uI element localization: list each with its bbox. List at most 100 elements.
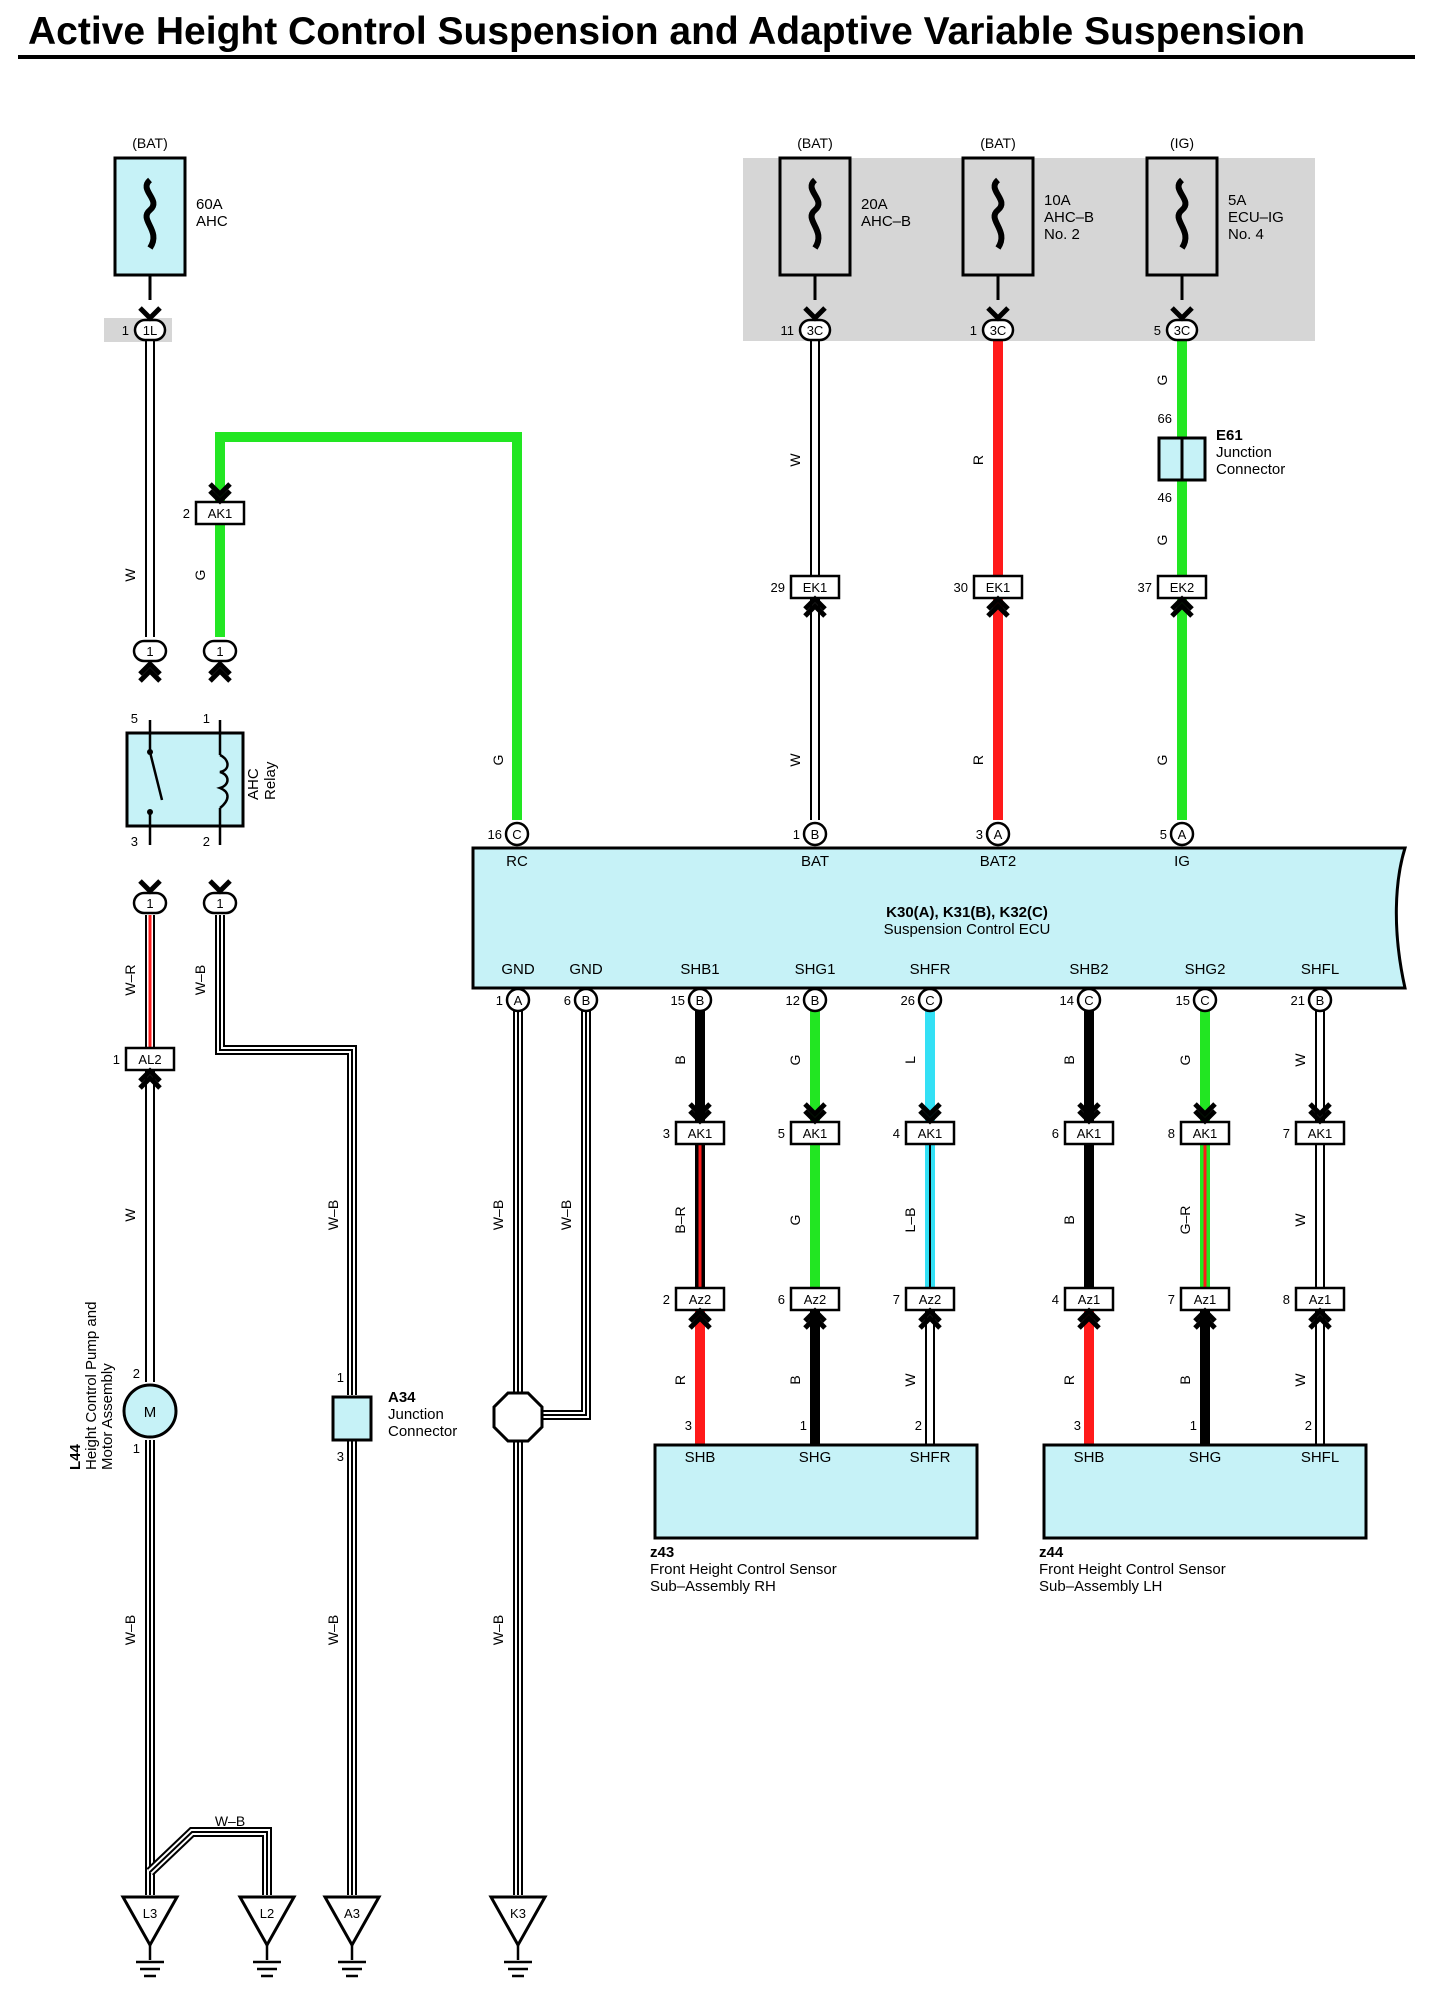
relay-label: AHC [245, 768, 262, 800]
pin-number: 2 [1305, 1418, 1312, 1433]
arrow-up-icon [918, 1307, 942, 1323]
arrow-up-icon [918, 1314, 942, 1330]
ground-a3: A3 [322, 1895, 382, 1978]
pin-circle [1169, 821, 1195, 847]
connector-name: AK1 [1077, 1126, 1102, 1141]
junction-a34: 1 3 A34 Junction Connector [331, 1370, 457, 1464]
junction-label-2: Connector [388, 1423, 457, 1440]
splice-point [492, 1391, 544, 1443]
fuse-box [113, 156, 187, 277]
wire-color-label: W–R [122, 964, 138, 995]
pin-number: 4 [1052, 1292, 1059, 1307]
arrow-down-icon [803, 1102, 827, 1118]
pin-circle [802, 821, 828, 847]
wire-relay-a34 [215, 915, 357, 1395]
arrow-up-icon [1170, 602, 1194, 618]
pin-circle [505, 987, 531, 1013]
pin-number: 11 [781, 323, 795, 338]
fuse-block-shading [743, 158, 1315, 341]
ahc-relay: 5 1 3 2 AHC Relay [125, 711, 279, 849]
pin-circle [573, 987, 599, 1013]
motor-label: Height Control Pump and [83, 1302, 100, 1470]
fuse-rating: 10A [1044, 192, 1071, 209]
sensor-box [653, 1443, 979, 1540]
wire-color-label: W [1292, 1053, 1308, 1067]
connector-name: AK1 [208, 506, 233, 521]
pin-label: SHG [1189, 1449, 1222, 1466]
junction-e61: 66 46 E61 Junction Connector [1157, 411, 1285, 505]
wire-color-label: W–B [215, 1813, 245, 1829]
arrow-down-icon [918, 1102, 942, 1118]
junction-box [331, 1395, 373, 1442]
pin-top: 66 [1158, 411, 1172, 426]
pin-letter: A [514, 993, 523, 1008]
wire-stroke [215, 432, 522, 820]
connector-name: 3C [807, 323, 824, 338]
junction-label: Junction [1216, 444, 1272, 461]
wire-color-label: R [970, 755, 986, 765]
connector-name: AK1 [918, 1126, 943, 1141]
wire-color-label: W–B [122, 1615, 138, 1645]
pin-letter: C [925, 993, 934, 1008]
wire-stroke [147, 1829, 270, 1895]
oval-label: 1 [146, 896, 153, 911]
connector-name: EK1 [986, 580, 1011, 595]
fuse-icon [808, 177, 822, 250]
connector-1l: 1 1L [122, 318, 167, 342]
pin-label: SHB2 [1069, 961, 1108, 978]
ground-label: K3 [510, 1906, 526, 1921]
wire-color-label: W [1292, 1213, 1308, 1227]
sensor-label: Front Height Control Sensor [650, 1561, 837, 1578]
fuse-source: (BAT) [980, 135, 1016, 151]
arrow-down-icon [138, 306, 162, 322]
ground-triangle [322, 1895, 382, 1949]
ground-icon [136, 1960, 164, 1978]
arrow-down-icon [803, 1109, 827, 1125]
pin-circle [802, 987, 828, 1013]
arrow-up-icon [1077, 1314, 1101, 1330]
motor-pin-bottom: 1 [133, 1441, 140, 1456]
pin-label: SHB [1074, 1449, 1105, 1466]
sensor-code: z43 [650, 1544, 674, 1561]
arrow-up-icon [1193, 1307, 1217, 1323]
pin-label: SHG2 [1185, 961, 1226, 978]
pin-circle [917, 987, 943, 1013]
fuse-name: ECU–IG [1228, 209, 1284, 226]
pin-number: 12 [786, 993, 800, 1008]
wire-color-label: G–R [1177, 1206, 1193, 1235]
pin-number: 8 [1168, 1126, 1175, 1141]
fuse-source: (BAT) [797, 135, 833, 151]
wire-color-label: R [672, 1375, 688, 1385]
ecu-bottom-pins: GNDA1GNDB6SHB1B15SHG1B12SHFRC26SHB2C14SH… [496, 961, 1339, 1013]
pin-letter: A [994, 827, 1003, 842]
wire-color-label: W–B [558, 1200, 574, 1230]
wire-color-label: R [970, 455, 986, 465]
pin-letter: B [696, 993, 705, 1008]
arrow-down-icon [1193, 1109, 1217, 1125]
pin-number: 1 [496, 993, 503, 1008]
pin-number: 37 [1138, 580, 1152, 595]
oval-label: 1 [216, 644, 223, 659]
junction-code: E61 [1216, 427, 1243, 444]
pin-label: RC [506, 853, 528, 870]
wire-color-label: G [787, 1215, 803, 1226]
relay-pin-3: 3 [131, 834, 138, 849]
pin-number: 5 [1160, 827, 1167, 842]
sensor-box [1042, 1443, 1368, 1540]
wire-color-label: B [1177, 1375, 1193, 1384]
motor-symbol: M [144, 1404, 157, 1421]
suspension-ecu: K30(A), K31(B), K32(C) Suspension Contro… [471, 821, 1408, 1013]
